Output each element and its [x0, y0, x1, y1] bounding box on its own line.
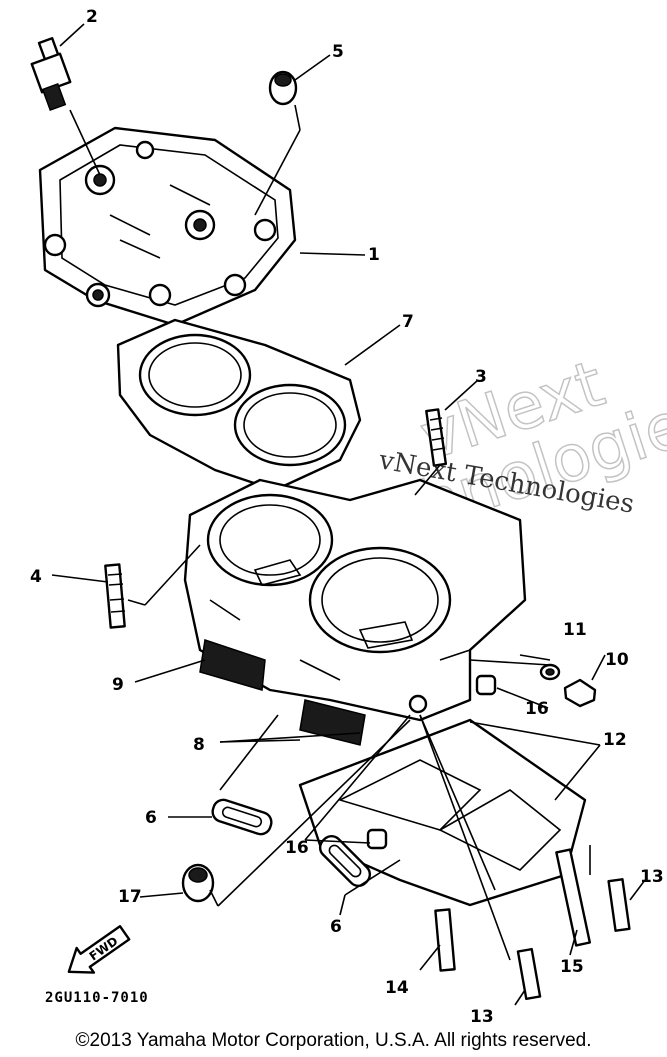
- callout-13b: 13: [470, 1007, 494, 1027]
- callout-9: 9: [112, 675, 124, 695]
- callout-5: 5: [332, 42, 344, 62]
- plug-16-left: [366, 828, 388, 850]
- stud-bolt-3: [425, 408, 448, 467]
- callout-10: 10: [605, 650, 629, 670]
- diagram-code: 2GU110-7010: [45, 990, 149, 1006]
- plug-16-right: [475, 674, 497, 696]
- copyright-notice: ©2013 Yamaha Motor Corporation, U.S.A. A…: [75, 1030, 592, 1051]
- stud-15: [555, 848, 592, 947]
- stud-13-right: [607, 878, 631, 932]
- callout-17: 17: [118, 887, 142, 907]
- callout-3: 3: [475, 367, 487, 387]
- callout-15: 15: [560, 957, 584, 977]
- callout-6a: 6: [145, 808, 157, 828]
- cylinder-block: [183, 478, 527, 722]
- fwd-arrow: FWD: [67, 925, 131, 974]
- leader-lines: [51, 23, 646, 1006]
- callout-7: 7: [402, 312, 414, 332]
- callout-1: 1: [368, 245, 380, 265]
- callout-4: 4: [30, 567, 42, 587]
- stud-bolt-4: [104, 563, 126, 629]
- spark-plug: [30, 37, 72, 112]
- nut-17: [181, 863, 215, 903]
- callout-8: 8: [193, 735, 205, 755]
- callout-12: 12: [603, 730, 627, 750]
- callout-6b: 6: [330, 917, 342, 937]
- callout-11: 11: [563, 620, 587, 640]
- callout-16b: 16: [285, 838, 309, 858]
- callout-16a: 16: [525, 699, 549, 719]
- callout-14: 14: [385, 978, 409, 998]
- washer: [539, 663, 561, 681]
- callout-2: 2: [86, 7, 98, 27]
- stud-14: [434, 908, 456, 972]
- oring-6-upper: [211, 798, 273, 836]
- cylinder-head-nut: [268, 70, 298, 106]
- callout-13a: 13: [640, 867, 664, 887]
- head-gasket: [116, 318, 362, 492]
- cylinder-head: [38, 126, 297, 327]
- drain-bolt: [563, 678, 597, 708]
- stud-13-bottom: [516, 947, 542, 1001]
